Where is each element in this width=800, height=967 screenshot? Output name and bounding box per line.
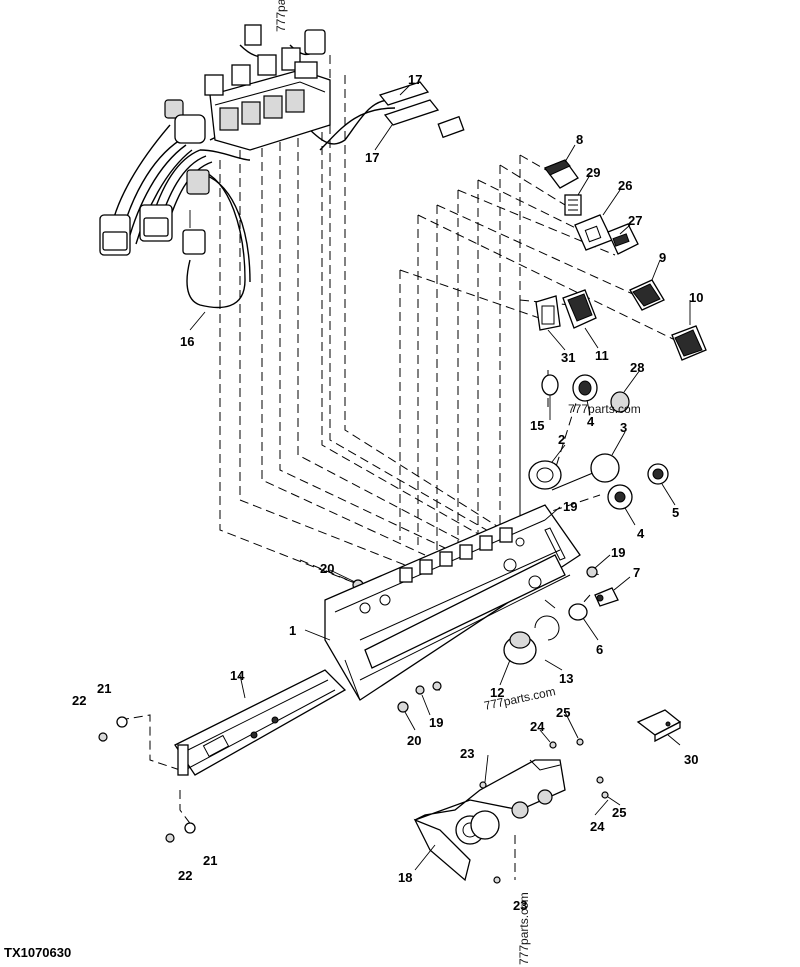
callout-19c: 19 — [429, 715, 443, 730]
callout-14: 14 — [230, 668, 245, 683]
watermark-text: 777parts.com — [568, 402, 641, 416]
callout-16: 16 — [180, 334, 194, 349]
instrument-panel — [324, 504, 581, 701]
callout-23b: 23 — [513, 898, 527, 913]
callout-30: 30 — [684, 752, 698, 767]
callout-6: 6 — [596, 642, 603, 657]
callout-12: 12 — [490, 685, 504, 700]
callout-10: 10 — [689, 290, 703, 305]
callout-9: 9 — [659, 250, 666, 265]
wiring-harness — [99, 24, 465, 309]
watermark-text: 777parts.com — [274, 0, 288, 32]
callout-22a: 22 — [72, 693, 86, 708]
watermark-text: 777parts.com — [517, 892, 531, 965]
callout-7: 7 — [633, 565, 640, 580]
figure-id: TX1070630 — [4, 945, 72, 960]
connector-30 — [636, 709, 682, 743]
watermarks: 777parts.com 777parts.com 777parts.com 7… — [274, 0, 641, 965]
callout-labels: 1 2 3 4 4 5 6 7 8 9 10 11 12 13 14 15 16… — [72, 72, 703, 913]
callout-20b: 20 — [407, 733, 421, 748]
side-panel — [174, 669, 347, 776]
callout-23a: 23 — [460, 746, 474, 761]
callout-18: 18 — [398, 870, 412, 885]
callout-5: 5 — [672, 505, 679, 520]
callout-15: 15 — [530, 418, 544, 433]
callout-28: 28 — [630, 360, 644, 375]
callout-25b: 25 — [612, 805, 626, 820]
callout-1: 1 — [289, 623, 296, 638]
knob-parts — [352, 374, 669, 713]
callout-25a: 25 — [556, 705, 570, 720]
callout-19b: 19 — [611, 545, 625, 560]
hardware-left — [98, 716, 196, 843]
callout-24a: 24 — [530, 719, 545, 734]
callout-22b: 22 — [178, 868, 192, 883]
callout-17a: 17 — [408, 72, 422, 87]
callout-8: 8 — [576, 132, 583, 147]
leader-lines — [189, 84, 691, 871]
callout-31: 31 — [561, 350, 575, 365]
switch-group — [535, 159, 707, 361]
callout-20a: 20 — [320, 561, 334, 576]
callout-11: 11 — [595, 348, 609, 363]
callout-4a: 4 — [587, 414, 595, 429]
callout-13: 13 — [559, 671, 573, 686]
callout-26: 26 — [618, 178, 632, 193]
callout-21a: 21 — [97, 681, 111, 696]
callout-3: 3 — [620, 420, 627, 435]
callout-2: 2 — [558, 432, 565, 447]
handle-assembly — [413, 738, 609, 884]
callout-24b: 24 — [590, 819, 605, 834]
callout-29: 29 — [586, 165, 600, 180]
callout-19a: 19 — [563, 499, 577, 514]
callout-27: 27 — [628, 213, 642, 228]
callout-21b: 21 — [203, 853, 217, 868]
callout-17b: 17 — [365, 150, 379, 165]
callout-4b: 4 — [637, 526, 645, 541]
